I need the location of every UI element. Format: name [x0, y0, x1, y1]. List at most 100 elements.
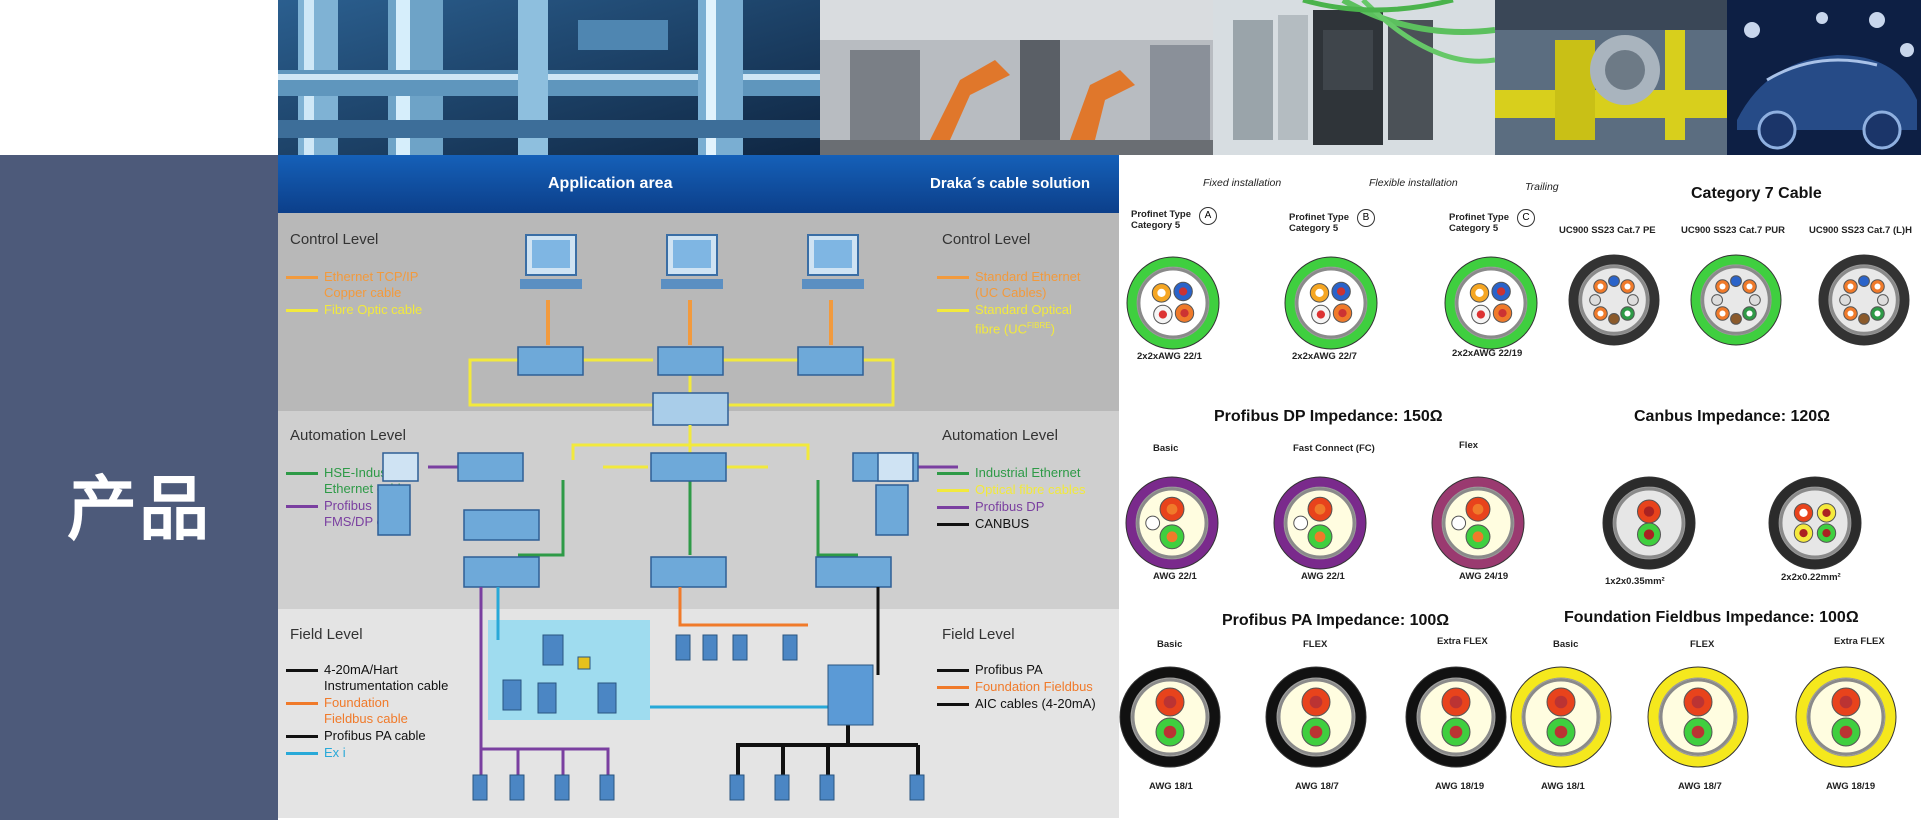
ff-type-label: FLEX	[1690, 639, 1715, 650]
legend-item: Industrial Ethernet	[975, 465, 1081, 481]
cat7-cable	[1689, 253, 1783, 352]
pa-caption: AWG 18/1	[1149, 781, 1193, 792]
cable-catalog: Fixed installation Flexible installation…	[1119, 155, 1921, 818]
page-title: 产品	[67, 468, 211, 550]
dp-caption: AWG 24/19	[1459, 571, 1509, 582]
network-drawing	[377, 234, 958, 801]
legend-swatch	[937, 472, 969, 475]
trailing-label: Trailing	[1525, 181, 1559, 193]
car-sensors-photo	[1727, 0, 1921, 155]
dp-caption: AWG 22/1	[1301, 571, 1345, 582]
legend-swatch	[286, 735, 318, 738]
profinet-cable-a	[1125, 255, 1221, 356]
legend-item: Foundation Fieldbus cable	[324, 695, 408, 727]
legend-text: Optical fibre cables	[975, 482, 1086, 497]
legend-text: Ethernet TCP/IP Copper cable	[324, 269, 419, 300]
profinet-caption: 2x2xAWG 22/1	[1137, 351, 1202, 362]
legend-swatch	[286, 309, 318, 312]
legend-item: Fibre Optic cable	[324, 302, 422, 318]
legend-text: Profibus DP	[975, 499, 1045, 514]
legend-tail: )	[1050, 321, 1055, 337]
legend-text: Standard Ethernet (UC Cables)	[975, 269, 1081, 300]
pa-type-label: FLEX	[1303, 639, 1328, 650]
legend-text: Foundation Fieldbus cable	[324, 695, 408, 726]
control-level-label: Control Level	[290, 231, 379, 248]
profibus-pa-title: Profibus PA Impedance: 100Ω	[1222, 612, 1450, 629]
cat7-cable	[1567, 253, 1661, 352]
cat7-cable	[1817, 253, 1911, 352]
diagram-header: Application area Draka´s cable solution	[278, 155, 1119, 213]
cat7-title: Category 7 Cable	[1691, 185, 1822, 202]
legend-item: CANBUS	[975, 516, 1029, 532]
legend-item: Profibus DP	[975, 499, 1044, 515]
legend-item: Ex i	[324, 745, 346, 761]
legend-item: AIC cables (4-20mA)	[975, 696, 1096, 712]
profibus-dp-cable	[1272, 475, 1368, 576]
ff-type-label: Extra FLEX	[1834, 636, 1885, 647]
canbus-caption: 1x2x0.35mm²	[1605, 576, 1665, 587]
profibus-pa-cable	[1264, 665, 1368, 774]
legend-text: Profibus PA cable	[324, 728, 426, 743]
legend-item: Standard Ethernet (UC Cables)	[975, 269, 1081, 301]
legend-text: Fibre Optic cable	[324, 302, 423, 317]
legend-text: Standard Optical fibre (UC	[975, 302, 1072, 337]
legend-swatch	[286, 276, 318, 279]
legend-swatch	[286, 669, 318, 672]
control-level-label-right: Control Level	[942, 231, 1031, 248]
ff-caption: AWG 18/19	[1826, 781, 1876, 792]
legend-item: Profibus PA	[975, 662, 1043, 678]
ff-caption: AWG 18/1	[1541, 781, 1585, 792]
field-band	[278, 609, 1119, 818]
profibus-dp-cable	[1430, 475, 1526, 576]
legend-swatch	[286, 505, 318, 508]
legend-item: 4-20mA/Hart Instrumentation cable	[324, 662, 448, 694]
profinet-type-label: Profinet Type Category 5	[1289, 212, 1349, 234]
profibus-pa-cable	[1404, 665, 1508, 774]
automation-level-label-right: Automation Level	[942, 427, 1058, 444]
legend-swatch	[286, 752, 318, 755]
legend-text: AIC cables (4-20mA)	[975, 696, 1096, 711]
control-cabinet-photo	[1213, 0, 1495, 155]
legend-swatch	[286, 472, 318, 475]
header-cable-solution: Draka´s cable solution	[930, 175, 1091, 192]
legend-swatch	[937, 523, 969, 526]
automation-level-label: Automation Level	[290, 427, 406, 444]
canbus-caption: 2x2x0.22mm²	[1781, 572, 1841, 583]
profibus-pa-cable	[1118, 665, 1222, 774]
dp-caption: AWG 22/1	[1153, 571, 1197, 582]
dp-type-label: Basic	[1153, 443, 1179, 454]
control-switches	[517, 346, 864, 426]
dp-type-label: Fast Connect (FC)	[1293, 443, 1375, 454]
legend-swatch	[937, 669, 969, 672]
profibus-dp-cable	[1124, 475, 1220, 576]
canbus-title: Canbus Impedance: 120Ω	[1634, 408, 1830, 425]
industrial-pipes-photo	[278, 0, 820, 155]
ff-type-label: Basic	[1553, 639, 1579, 650]
canbus-cable	[1767, 475, 1863, 576]
legend-swatch	[286, 702, 318, 705]
ff-caption: AWG 18/7	[1678, 781, 1722, 792]
pa-caption: AWG 18/7	[1295, 781, 1339, 792]
profinet-type-label: Profinet Type Category 5	[1449, 212, 1509, 234]
field-level-label-right: Field Level	[942, 626, 1015, 643]
profinet-type-label: Profinet Type Category 5	[1131, 209, 1191, 231]
legend-swatch	[937, 276, 969, 279]
automation-network	[428, 425, 958, 557]
profinet-cable-c	[1443, 255, 1539, 356]
legend-item: Foundation Fieldbus	[975, 679, 1093, 695]
pa-caption: AWG 18/19	[1435, 781, 1485, 792]
legend-swatch	[937, 309, 969, 312]
legend-swatch	[937, 686, 969, 689]
flexible-installation-label: Flexible installation	[1369, 177, 1458, 189]
pa-type-label: Basic	[1157, 639, 1183, 650]
title-panel: 产品	[0, 155, 278, 820]
legend-swatch	[937, 703, 969, 706]
ff-cable	[1646, 665, 1750, 774]
field-level-label: Field Level	[290, 626, 363, 643]
dp-type-label: Flex	[1459, 440, 1479, 451]
network-diagram: Application area Draka´s cable solution …	[278, 155, 1119, 818]
control-network	[468, 300, 895, 407]
header-application-area: Application area	[548, 175, 673, 192]
computers	[520, 234, 864, 289]
badge-c: C	[1517, 209, 1535, 227]
